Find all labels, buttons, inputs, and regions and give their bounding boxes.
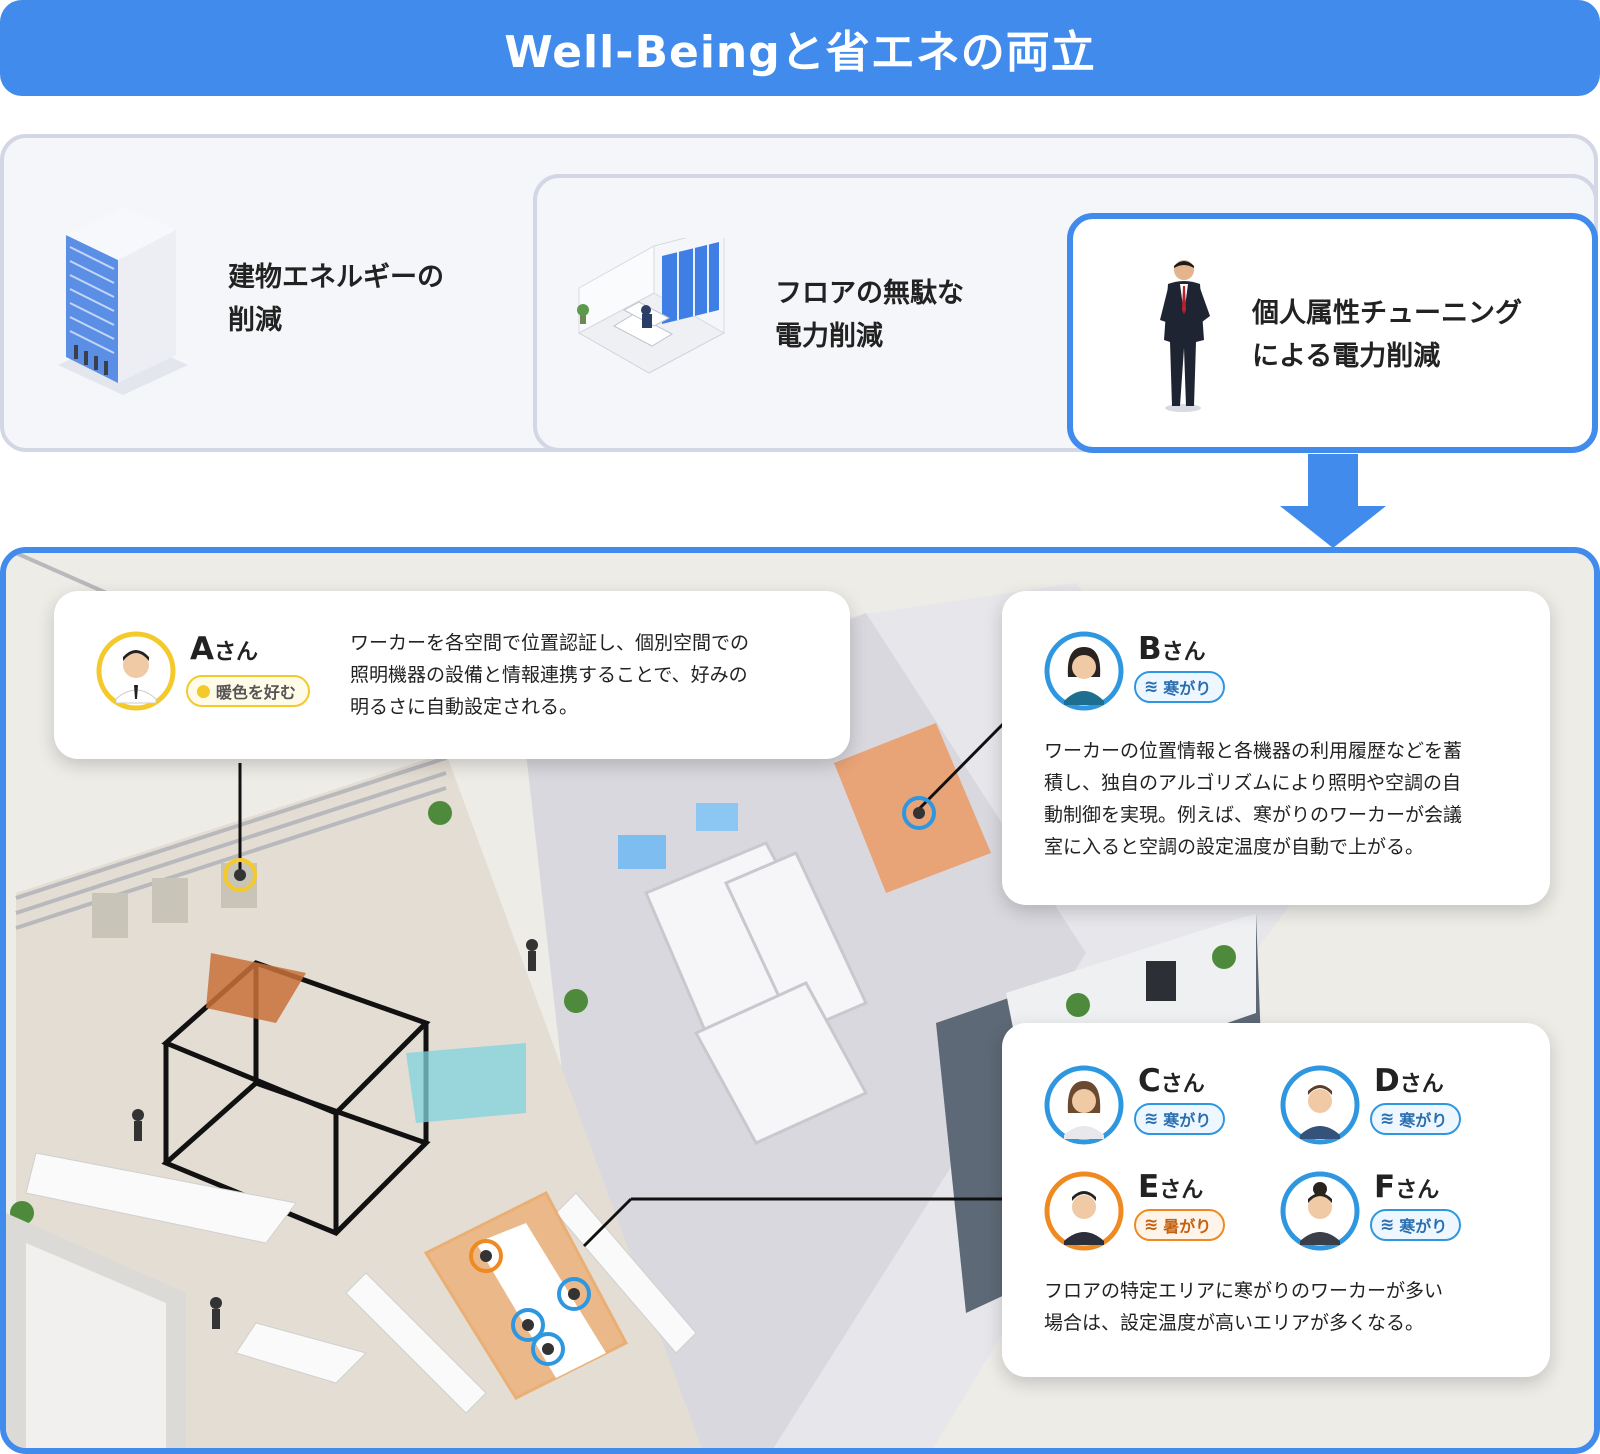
person-c-name: Cさん bbox=[1138, 1063, 1205, 1099]
cold-wave-icon: ≋ bbox=[1144, 677, 1159, 697]
person-d-tag: ≋ 寒がり bbox=[1370, 1103, 1462, 1135]
marker-b bbox=[902, 796, 936, 830]
card-group-cdef: Cさん ≋ 寒がり Dさん ≋ 寒がり Eさん bbox=[1002, 1023, 1550, 1377]
down-arrow-icon bbox=[1280, 454, 1386, 548]
building-icon bbox=[58, 207, 188, 395]
person-e-tag: ≋ 暑がり bbox=[1134, 1209, 1226, 1241]
cold-wave-icon: ≋ bbox=[1144, 1109, 1159, 1129]
card-person-a: Aさん ● 暖色を好む ワーカーを各空間で位置認証し、個別空間での 照明機器の設… bbox=[54, 591, 850, 759]
person-b-tag: ≋ 寒がり bbox=[1134, 671, 1226, 703]
avatar-f bbox=[1280, 1171, 1360, 1251]
floor-icon bbox=[577, 238, 726, 374]
person-d-name: Dさん bbox=[1374, 1063, 1444, 1099]
avatar-e bbox=[1044, 1171, 1124, 1251]
marker-c bbox=[557, 1277, 591, 1311]
tier-floor-label: フロアの無駄な 電力削減 bbox=[775, 278, 964, 352]
person-e-name: Eさん bbox=[1138, 1169, 1204, 1205]
tier-building-label: 建物エネルギーの 削減 bbox=[228, 262, 444, 336]
title-banner: Well-Beingと省エネの両立 bbox=[0, 0, 1600, 96]
person-c-tag: ≋ 寒がり bbox=[1134, 1103, 1226, 1135]
card-person-b: Bさん ≋ 寒がり ワーカーの位置情報と各機器の利用履歴などを蓄 積し、独自のア… bbox=[1002, 591, 1550, 905]
person-icon bbox=[1160, 260, 1210, 412]
hot-wave-icon: ≋ bbox=[1144, 1215, 1159, 1235]
lightbulb-icon: ● bbox=[196, 681, 211, 701]
person-f-name: Fさん bbox=[1374, 1169, 1440, 1205]
marker-e bbox=[469, 1239, 503, 1273]
avatar-a bbox=[96, 631, 176, 711]
page-title: Well-Beingと省エネの両立 bbox=[504, 27, 1096, 78]
group-description: フロアの特定エリアに寒がりのワーカーが多い 場合は、設定温度が高いエリアが多くな… bbox=[1044, 1280, 1444, 1334]
avatar-b bbox=[1044, 631, 1124, 711]
person-f-tag: ≋ 寒がり bbox=[1370, 1209, 1462, 1241]
tier-personal bbox=[1067, 213, 1598, 453]
avatar-c bbox=[1044, 1065, 1124, 1145]
person-a-tag: ● 暖色を好む bbox=[186, 675, 310, 707]
tier-personal-label: 個人属性チューニング による電力削減 bbox=[1252, 298, 1522, 372]
person-a-description: ワーカーを各空間で位置認証し、個別空間での 照明機器の設備と情報連携することで、… bbox=[350, 632, 750, 718]
person-a-name: Aさん bbox=[190, 631, 259, 667]
office-illustration-panel: Aさん ● 暖色を好む ワーカーを各空間で位置認証し、個別空間での 照明機器の設… bbox=[0, 547, 1600, 1454]
marker-d bbox=[511, 1308, 545, 1342]
person-b-description: ワーカーの位置情報と各機器の利用履歴などを蓄 積し、独自のアルゴリズムにより照明… bbox=[1044, 740, 1463, 858]
avatar-d bbox=[1280, 1065, 1360, 1145]
person-b-name: Bさん bbox=[1138, 631, 1206, 667]
marker-f bbox=[531, 1332, 565, 1366]
cold-wave-icon: ≋ bbox=[1380, 1215, 1395, 1235]
cold-wave-icon: ≋ bbox=[1380, 1109, 1395, 1129]
marker-a bbox=[223, 858, 257, 892]
